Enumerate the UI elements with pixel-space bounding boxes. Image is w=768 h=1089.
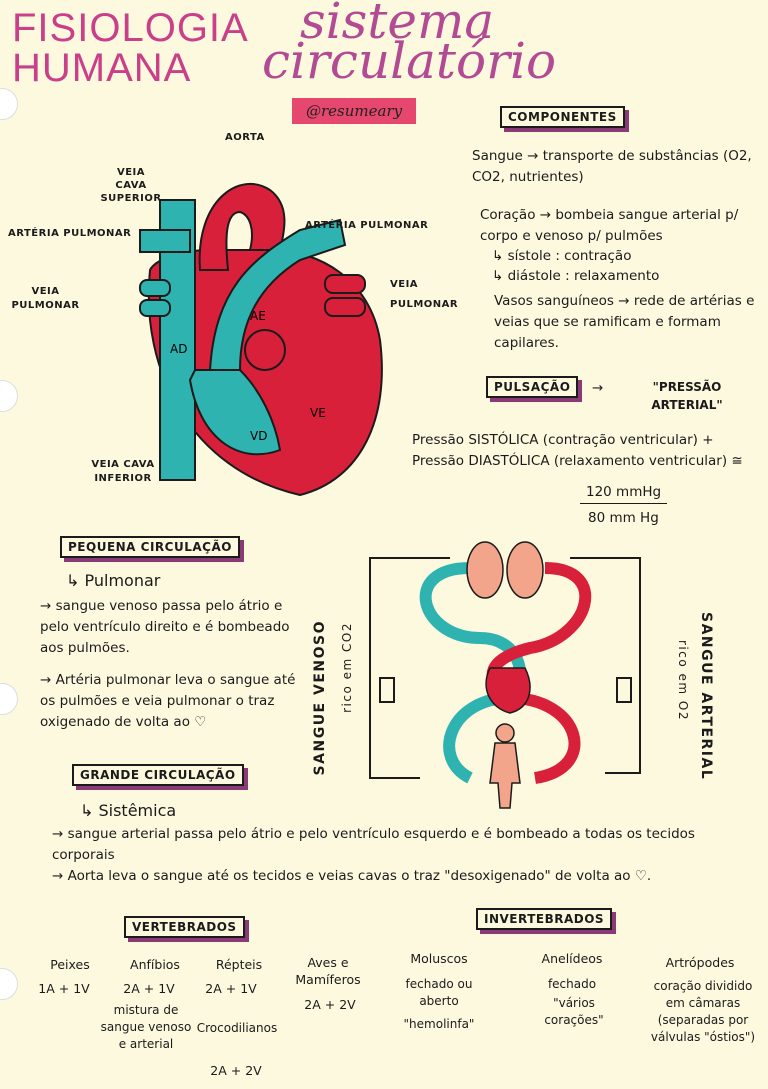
crocodilianos-value: 2A + 2V xyxy=(210,1063,262,1078)
label-vci: VEIA CAVA INFERIOR xyxy=(91,459,155,484)
binder-hole xyxy=(0,968,18,1000)
componentes-sistole: ↳ sístole : contração xyxy=(492,248,632,264)
pequena-p1: → sangue venoso passa pelo átrio e pelo … xyxy=(40,598,290,656)
componentes-vasos: Vasos sanguíneos → rede de artérias e ve… xyxy=(494,293,755,351)
label-ve: VE xyxy=(310,406,326,420)
pequena-header: PEQUENA CIRCULAÇÃO xyxy=(60,536,240,558)
circulation-diagram xyxy=(369,541,641,809)
label-vd: VD xyxy=(250,429,267,443)
diagram-right-small: rico em O2 xyxy=(676,640,690,721)
pequena-p2: → Artéria pulmonar leva o sangue até os … xyxy=(40,672,296,730)
pulsacao-text: Pressão SISTÓLICA (contração ventricular… xyxy=(412,432,743,469)
diagram-left-small: rico em CO2 xyxy=(340,622,354,713)
aves-value: 2A + 2V xyxy=(304,997,356,1012)
title-script2: circulatório xyxy=(262,32,557,90)
componentes-diastole: ↳ diástole : relaxamento xyxy=(492,268,660,284)
pulsacao-arrow: → xyxy=(592,380,604,396)
label-ap-right: ARTÉRIA PULMONAR xyxy=(305,220,429,231)
vertebrados-header: VERTEBRADOS xyxy=(124,916,245,938)
moluscos-text1: fechado ou aberto xyxy=(405,977,473,1008)
componentes-header: COMPONENTES xyxy=(500,106,625,128)
anelideos-text2: "vários corações" xyxy=(544,996,604,1027)
crocodilianos-name: Crocodilianos xyxy=(196,1021,278,1035)
binder-hole xyxy=(0,88,18,120)
grande-p2: → Aorta leva o sangue até os tecidos e v… xyxy=(52,868,652,884)
title-line2: HUMANA xyxy=(12,46,192,90)
pequena-sub: ↳ Pulmonar xyxy=(66,571,161,590)
mistura-note: mistura de sangue venoso e arterial xyxy=(100,1003,192,1051)
repteis-value: 2A + 1V xyxy=(205,981,257,996)
artropodes-name: Artrópodes xyxy=(665,955,735,970)
anelideos-name: Anelídeos xyxy=(541,951,603,966)
label-vcs: VEIA CAVA SUPERIOR xyxy=(100,167,162,204)
diagram-right-big: SANGUE ARTERIAL xyxy=(698,612,714,781)
anelideos-text1: fechado xyxy=(547,977,597,991)
anfibios-name: Anfíbios xyxy=(130,957,180,972)
peixes-name: Peixes xyxy=(50,957,90,972)
label-vp-left: VEIA PULMONAR xyxy=(11,286,80,311)
diagram-left-big: SANGUE VENOSO xyxy=(312,620,328,776)
aves-name: Aves e Mamíferos xyxy=(295,955,361,987)
peixes-value: 1A + 1V xyxy=(38,981,90,996)
repteis-name: Répteis xyxy=(215,957,263,972)
binder-hole xyxy=(0,683,18,715)
grande-sub: ↳ Sistêmica xyxy=(80,801,177,820)
author-tag: @resumeary xyxy=(292,98,417,124)
heart-diagram: AD AE VD VE xyxy=(139,183,383,497)
label-ap-left: ARTÉRIA PULMONAR xyxy=(8,228,132,239)
invertebrados-header: INVERTEBRADOS xyxy=(476,908,613,930)
grande-p1: → sangue arterial passa pelo átrio e pel… xyxy=(52,826,695,863)
pulsacao-den: 80 mm Hg xyxy=(588,510,659,526)
moluscos-name: Moluscos xyxy=(410,951,468,966)
pulsacao-quote: "PRESSÃO ARTERIAL" xyxy=(651,380,723,412)
componentes-coracao: Coração → bombeia sangue arterial p/ cor… xyxy=(480,207,739,244)
label-vp-right: VEIA PULMONAR xyxy=(390,279,459,310)
pulsacao-num: 120 mmHg xyxy=(580,482,668,504)
grande-header: GRANDE CIRCULAÇÃO xyxy=(72,764,244,786)
artropodes-text1: coração dividido em câmaras (separadas p… xyxy=(650,979,756,1044)
componentes-sangue: Sangue → transporte de substâncias (O2, … xyxy=(472,148,752,185)
title-script1: sistema xyxy=(300,0,495,50)
anfibios-value: 2A + 1V xyxy=(123,981,175,996)
pulsacao-header: PULSAÇÃO xyxy=(486,376,579,398)
title-line1: FISIOLOGIA xyxy=(12,6,249,50)
label-aorta: AORTA xyxy=(225,132,265,143)
moluscos-text2: "hemolinfa" xyxy=(403,1017,475,1031)
label-ad: AD xyxy=(170,342,187,356)
label-ae: AE xyxy=(250,309,266,323)
